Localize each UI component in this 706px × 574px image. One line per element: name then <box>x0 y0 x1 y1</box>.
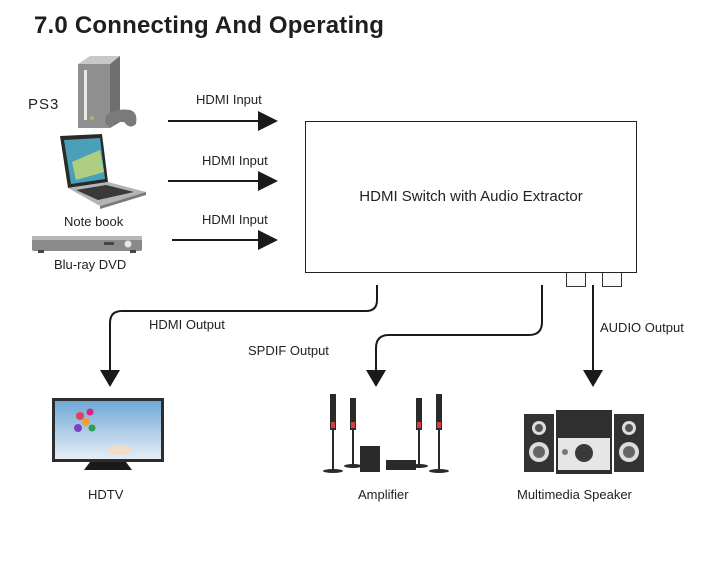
output-label-hdmi: HDMI Output <box>149 317 225 332</box>
spdif-output-line <box>375 285 543 372</box>
input-label-1: HDMI Input <box>196 92 262 107</box>
input-label-3: HDMI Input <box>202 212 268 227</box>
input-arrowhead-1 <box>258 111 278 131</box>
audio-port <box>602 273 622 287</box>
hdmi-switch-box: HDMI Switch with Audio Extractor <box>305 121 637 273</box>
device-label-ps3: PS3 <box>28 96 60 113</box>
game-console-icon <box>70 52 140 132</box>
device-label-amplifier: Amplifier <box>358 487 409 502</box>
spdif-output-arrowhead <box>366 370 386 387</box>
input-arrowhead-3 <box>258 230 278 250</box>
speaker-system-icon <box>522 408 648 476</box>
output-label-audio: AUDIO Output <box>600 320 684 335</box>
audio-output-arrowhead <box>583 370 603 387</box>
device-label-notebook: Note book <box>64 214 124 229</box>
device-label-hdtv: HDTV <box>88 487 124 502</box>
device-label-bluray: Blu-ray DVD <box>54 257 127 272</box>
device-label-speaker: Multimedia Speaker <box>517 487 632 502</box>
input-label-2: HDMI Input <box>202 153 268 168</box>
home-theater-icon <box>322 392 450 476</box>
tv-icon <box>50 396 166 472</box>
output-label-spdif: SPDIF Output <box>248 343 329 358</box>
hdmi-switch-label: HDMI Switch with Audio Extractor <box>359 188 583 205</box>
bluray-player-icon <box>30 233 144 255</box>
hdmi-output-arrowhead <box>100 370 120 387</box>
input-arrowhead-2 <box>258 171 278 191</box>
spdif-port <box>566 273 586 287</box>
laptop-icon <box>54 132 150 210</box>
hdmi-output-line <box>109 285 378 372</box>
page-title: 7.0 Connecting And Operating <box>34 12 385 39</box>
